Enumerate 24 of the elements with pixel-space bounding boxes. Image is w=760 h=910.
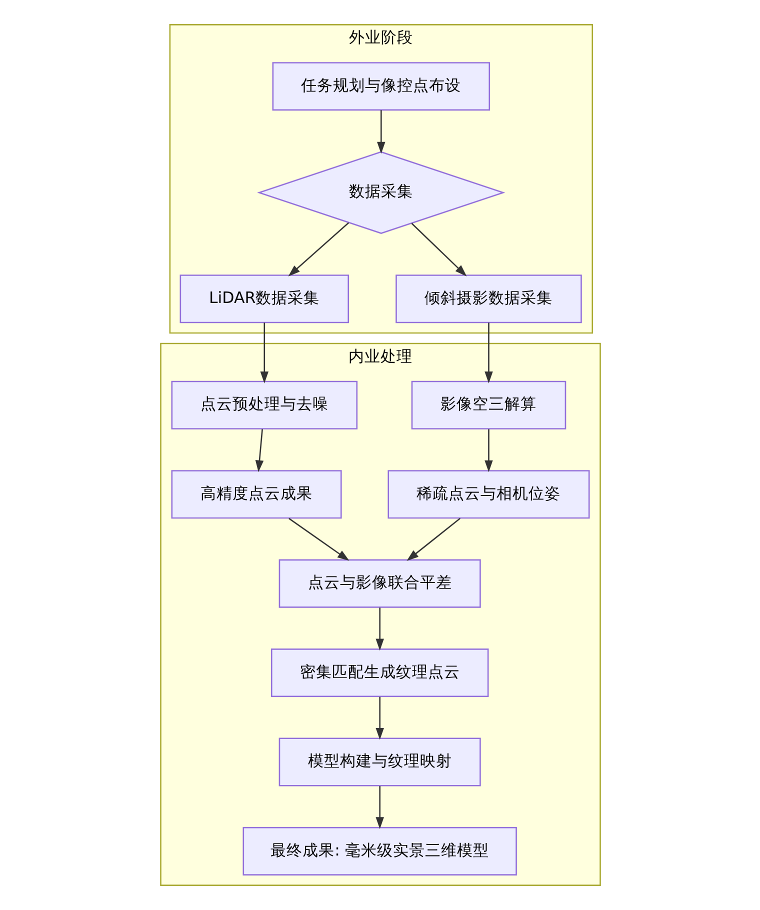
node-box: 稀疏点云与相机位姿 [387, 470, 590, 519]
arrow [410, 222, 466, 276]
arrow [376, 110, 385, 154]
arrow [406, 518, 460, 561]
node-box: 点云与影像联合平差 [278, 559, 480, 608]
node-box: 倾斜摄影数据采集 [395, 274, 582, 324]
arrow [288, 518, 349, 561]
arrow [288, 222, 349, 276]
node-diamond: 数据采集 [256, 151, 505, 234]
arrow [375, 608, 384, 651]
node-box: 密集匹配生成纹理点云 [270, 648, 488, 698]
arrow [375, 696, 384, 740]
node-box: LiDAR数据采集 [179, 274, 348, 324]
arrow [375, 786, 384, 829]
arrow [484, 429, 492, 472]
node-box: 最终成果: 毫米级实景三维模型 [242, 826, 516, 876]
node-box: 点云预处理与去噪 [170, 380, 358, 430]
node-box: 模型构建与纹理映射 [278, 738, 480, 786]
arrow [254, 429, 264, 472]
arrow [260, 322, 268, 384]
node-box: 任务规划与像控点布设 [272, 62, 490, 111]
node-box: 高精度点云成果 [170, 470, 342, 519]
node-box: 影像空三解算 [410, 380, 566, 430]
arrow [484, 322, 492, 384]
